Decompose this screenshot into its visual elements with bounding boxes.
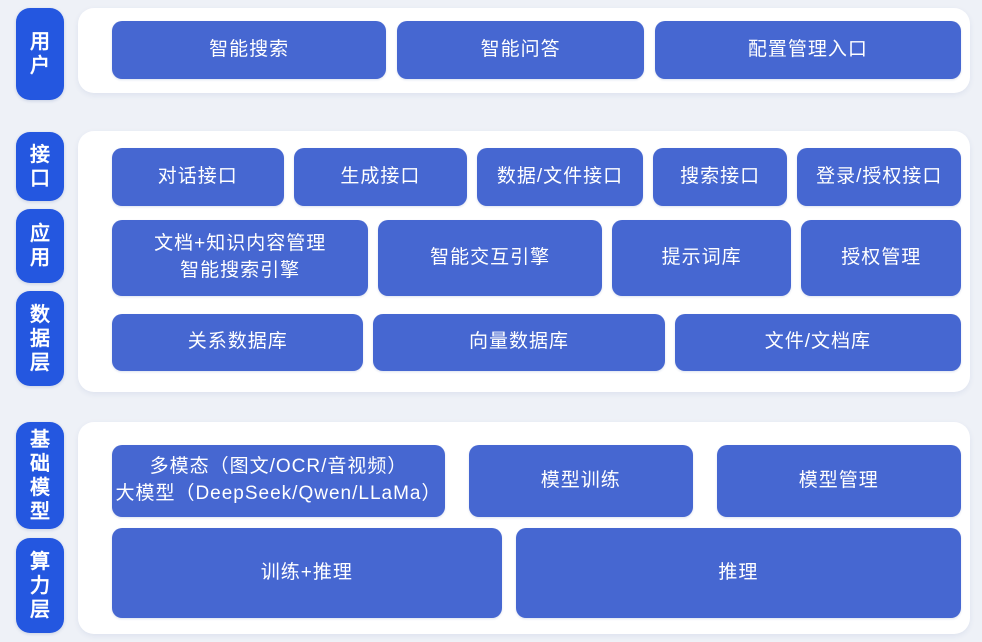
block-multimodal-llm-line1: 多模态（图文/OCR/音视频） <box>149 456 408 478</box>
rail-label-interface: 接口 <box>16 132 64 201</box>
row-foundation-models: 多模态（图文/OCR/音视频） 大模型（DeepSeek/Qwen/LLaMa）… <box>112 445 961 517</box>
block-vector-db: 向量数据库 <box>373 314 665 371</box>
card-user-layer: 智能搜索 智能问答 配置管理入口 <box>78 8 970 93</box>
block-doc-knowledge-engine: 文档+知识内容管理 智能搜索引擎 <box>112 220 369 296</box>
block-model-management: 模型管理 <box>716 445 961 517</box>
block-generation-api: 生成接口 <box>293 148 468 206</box>
card-bottom-layers: 多模态（图文/OCR/音视频） 大模型（DeepSeek/Qwen/LLaMa）… <box>78 422 970 634</box>
row-data-stores: 关系数据库 向量数据库 文件/文档库 <box>112 314 961 371</box>
row-user-entries: 智能搜索 智能问答 配置管理入口 <box>112 21 962 79</box>
block-prompt-library: 提示词库 <box>611 220 792 296</box>
block-dialog-api: 对话接口 <box>112 148 284 206</box>
block-file-doc-store: 文件/文档库 <box>674 314 961 371</box>
block-login-auth-api: 登录/授权接口 <box>797 148 962 206</box>
row-applications: 文档+知识内容管理 智能搜索引擎 智能交互引擎 提示词库 授权管理 <box>112 220 961 296</box>
block-smart-search: 智能搜索 <box>112 21 387 79</box>
block-smart-qa: 智能问答 <box>397 21 644 79</box>
rail-label-user: 用户 <box>16 8 64 100</box>
block-doc-knowledge-engine-line2: 智能搜索引擎 <box>180 260 301 281</box>
rail-label-data-layer-text: 数据层 <box>30 303 50 374</box>
block-auth-management: 授权管理 <box>801 220 961 296</box>
row-interfaces: 对话接口 生成接口 数据/文件接口 搜索接口 登录/授权接口 <box>112 148 962 206</box>
rail-label-user-text: 用户 <box>30 31 50 77</box>
rail-label-foundation-model: 基础模型 <box>16 422 64 529</box>
rail-label-application: 应用 <box>16 209 64 283</box>
block-train-and-inference: 训练+推理 <box>112 528 502 618</box>
block-model-training: 模型训练 <box>468 445 693 517</box>
card-middle-layers: 对话接口 生成接口 数据/文件接口 搜索接口 登录/授权接口 文档+知识内容管理… <box>78 131 970 392</box>
block-config-entry: 配置管理入口 <box>654 21 962 79</box>
row-compute: 训练+推理 推理 <box>112 528 961 618</box>
block-inference: 推理 <box>515 528 961 618</box>
rail-label-compute-layer: 算力层 <box>16 538 64 633</box>
block-interaction-engine: 智能交互引擎 <box>378 220 602 296</box>
block-data-file-api: 数据/文件接口 <box>477 148 643 206</box>
rail-label-compute-layer-text: 算力层 <box>30 550 50 621</box>
block-multimodal-llm-line2: 大模型（DeepSeek/Qwen/LLaMa） <box>115 483 442 504</box>
block-relational-db: 关系数据库 <box>112 314 364 371</box>
block-search-api: 搜索接口 <box>652 148 788 206</box>
rail-label-data-layer: 数据层 <box>16 291 64 386</box>
block-multimodal-llm: 多模态（图文/OCR/音视频） 大模型（DeepSeek/Qwen/LLaMa） <box>112 445 445 517</box>
block-doc-knowledge-engine-line1: 文档+知识内容管理 <box>154 233 327 255</box>
rail-label-interface-text: 接口 <box>30 143 50 190</box>
rail-label-foundation-model-text: 基础模型 <box>30 428 50 523</box>
rail-label-application-text: 应用 <box>30 223 50 269</box>
